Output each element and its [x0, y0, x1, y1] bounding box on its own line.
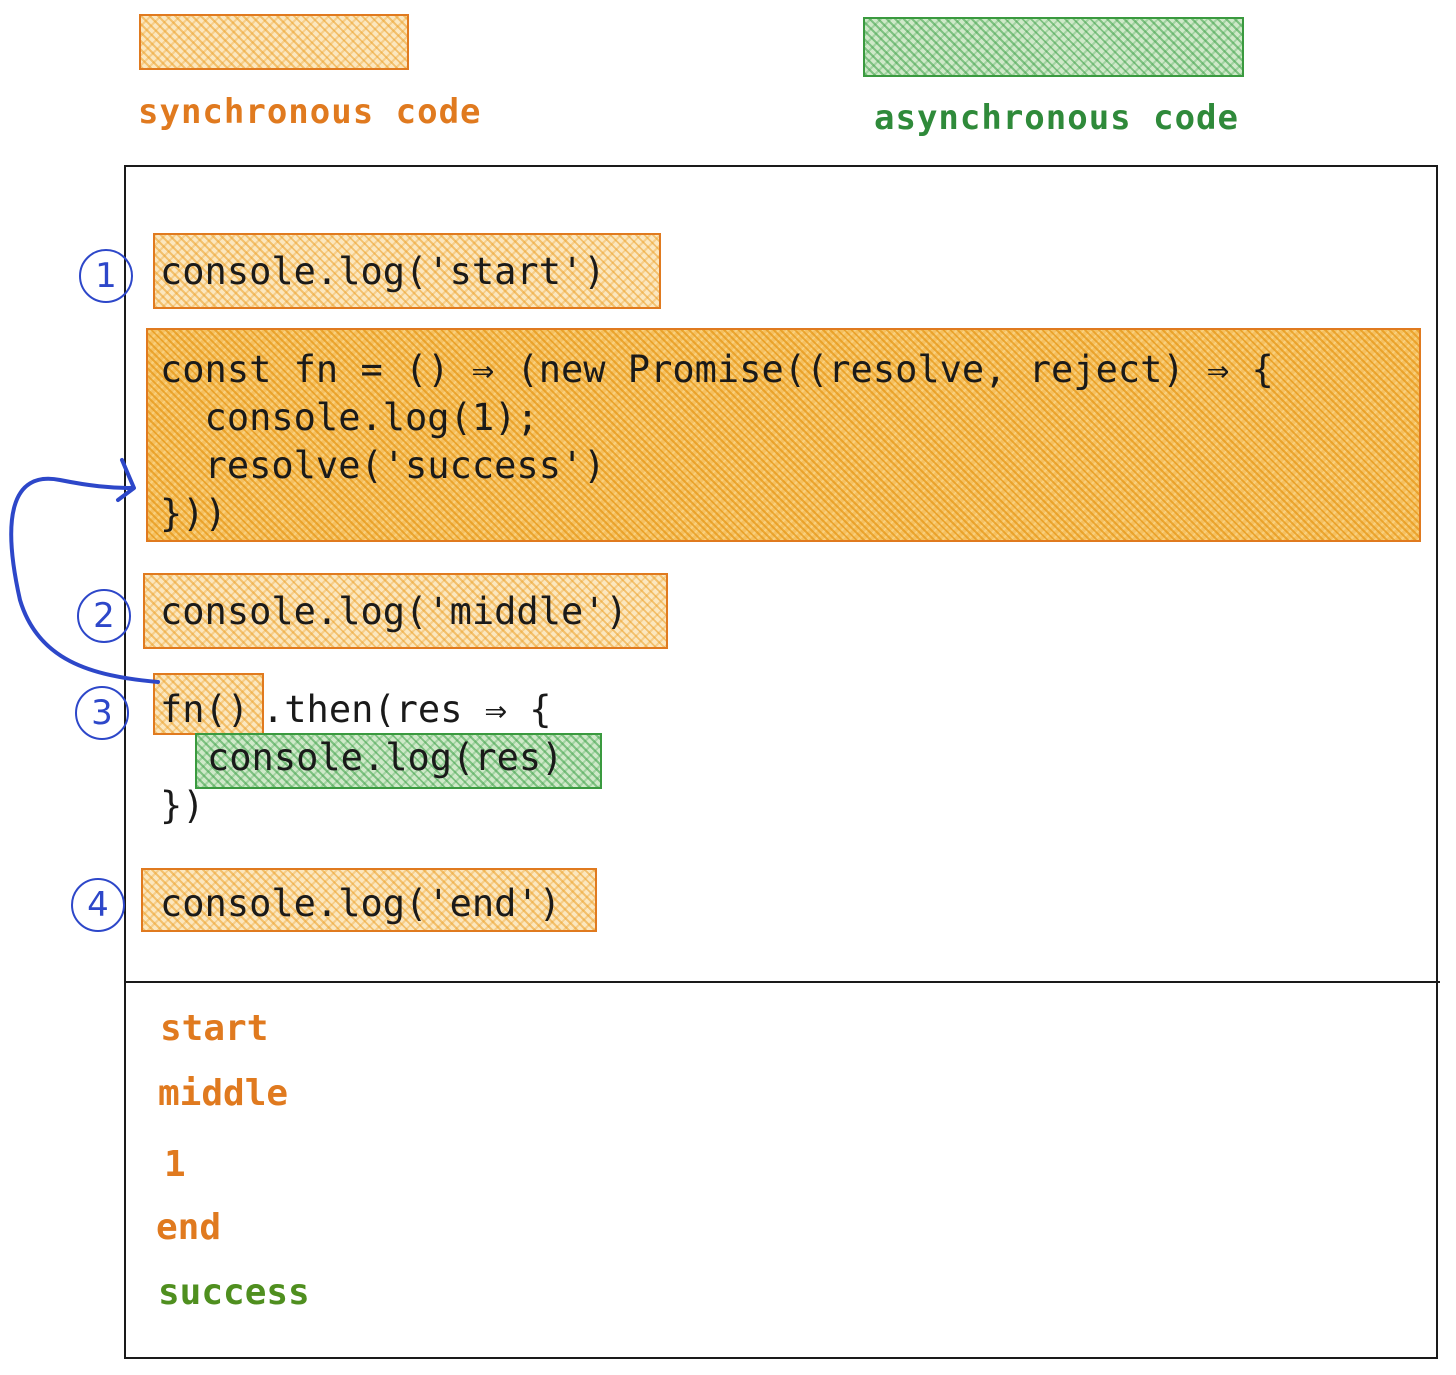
code-console-log-end: console.log('end') [160, 882, 561, 925]
step-marker-4: 4 [71, 878, 125, 932]
highlight-end-line [141, 868, 597, 932]
async-legend-label: asynchronous code [874, 98, 1239, 138]
code-then-body: console.log(res) [207, 736, 564, 779]
step-marker-3: 3 [75, 686, 129, 740]
output-line-success: success [158, 1272, 310, 1313]
code-fn-line-4: })) [160, 492, 227, 535]
highlight-then-callback [195, 733, 602, 789]
sync-legend-label: synchronous code [138, 92, 482, 132]
output-line-1: 1 [164, 1144, 186, 1185]
output-line-start: start [160, 1008, 269, 1049]
highlight-fn-definition [146, 328, 1421, 542]
code-fn-line-3: resolve('success') [160, 444, 606, 487]
code-fn-call: fn() [160, 688, 250, 731]
code-then-close: }) [160, 784, 205, 827]
step-marker-2: 2 [77, 589, 131, 643]
output-divider [124, 981, 1440, 983]
code-panel-frame [124, 165, 1438, 1359]
step-marker-1: 1 [79, 249, 133, 303]
highlight-middle-line [143, 573, 668, 649]
output-line-middle: middle [158, 1073, 289, 1114]
code-console-log-start: console.log('start') [160, 250, 606, 293]
code-then: .then(res ⇒ { [262, 688, 552, 731]
highlight-start-line [153, 233, 661, 309]
output-line-end: end [156, 1207, 222, 1248]
code-fn-line-2: console.log(1); [160, 396, 539, 439]
code-console-log-middle: console.log('middle') [160, 590, 628, 633]
code-fn-line-1: const fn = () ⇒ (new Promise((resolve, r… [160, 348, 1274, 391]
sync-legend-swatch [139, 14, 409, 70]
async-legend-swatch [863, 17, 1244, 77]
